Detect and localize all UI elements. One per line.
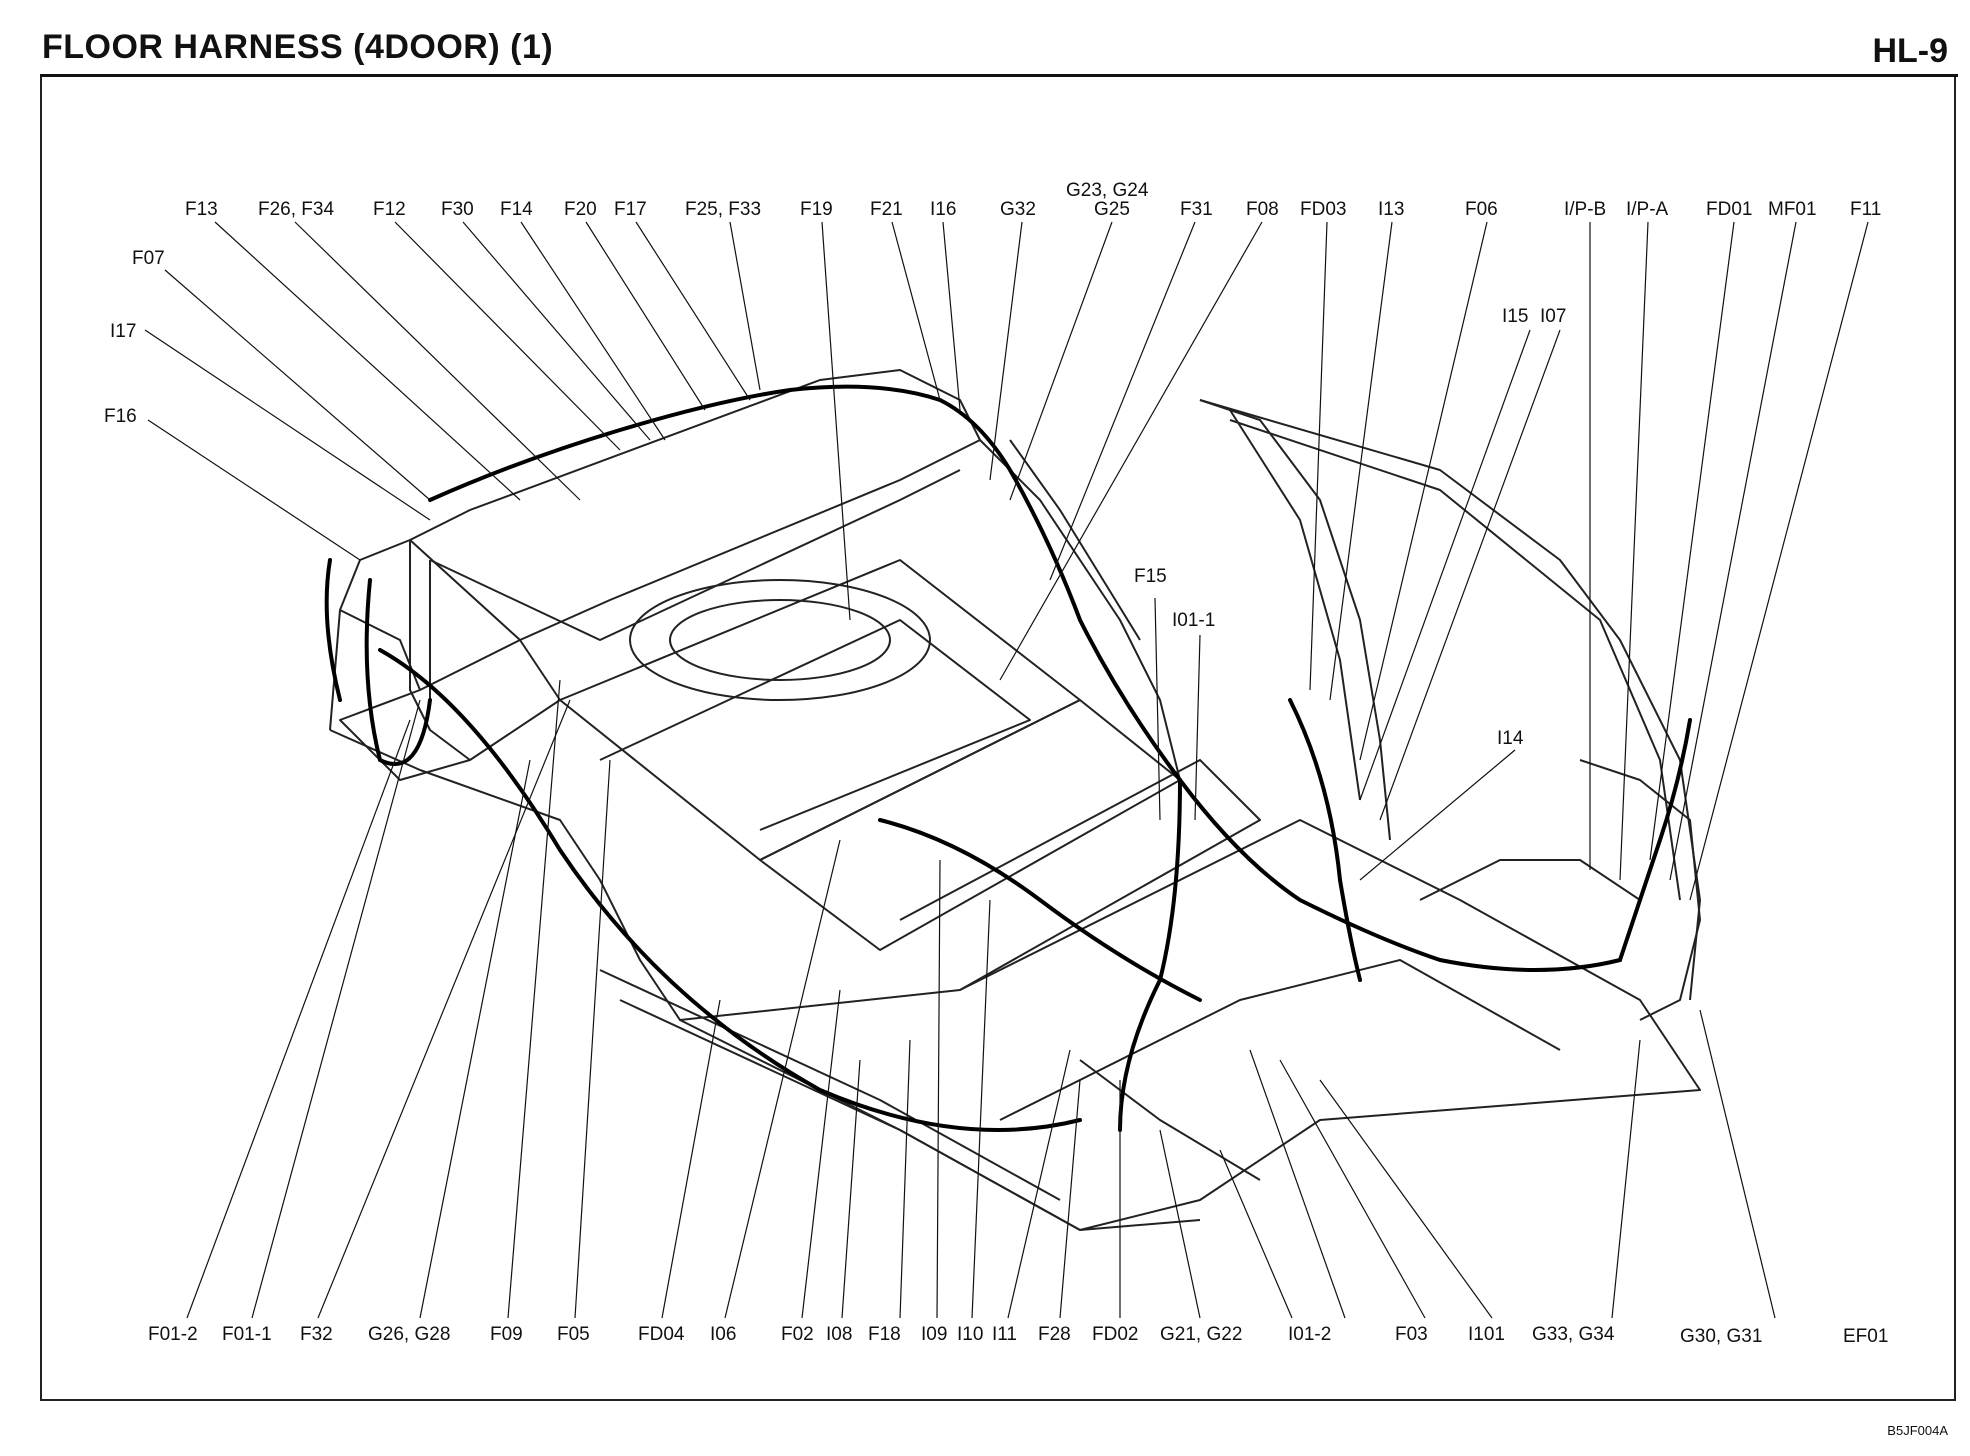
top-labels: F13 F26, F34 F12 F30 F14 F20 F17 F25, F3… (185, 180, 1881, 220)
label-I17: I17 (110, 321, 136, 342)
label-F16: F16 (104, 406, 137, 427)
label-G23-G24: G23, G24 (1066, 180, 1149, 201)
label-IP-A: I/P-A (1626, 199, 1669, 220)
label-F11: F11 (1850, 199, 1881, 220)
label-I13: I13 (1378, 199, 1404, 220)
label-I01-2: I01-2 (1288, 1324, 1331, 1345)
label-F01-2: F01-2 (148, 1324, 198, 1345)
label-FD02: FD02 (1092, 1324, 1138, 1345)
label-I08: I08 (826, 1324, 852, 1345)
label-IP-B: I/P-B (1564, 199, 1606, 220)
label-MF01: MF01 (1768, 199, 1817, 220)
label-F13: F13 (185, 199, 218, 220)
leader-lines (144, 221, 1869, 1319)
label-FD04: FD04 (638, 1324, 685, 1345)
label-F18: F18 (868, 1324, 901, 1345)
bottom-labels: F01-2 F01-1 F32 G26, G28 F09 F05 FD04 I0… (148, 1324, 1888, 1347)
label-F02: F02 (781, 1324, 814, 1345)
harness-wiring (324, 384, 1692, 1132)
label-F12: F12 (373, 199, 406, 220)
label-I10: I10 (957, 1324, 983, 1345)
label-I14: I14 (1497, 728, 1524, 749)
label-F06: F06 (1465, 199, 1498, 220)
label-G21-G22: G21, G22 (1160, 1324, 1242, 1345)
label-F07: F07 (132, 248, 165, 269)
side-labels: F07 I17 F16 I15 I07 F15 I01-1 I14 (104, 248, 1566, 749)
label-F30: F30 (441, 199, 474, 220)
label-F28: F28 (1038, 1324, 1071, 1345)
label-F05: F05 (557, 1324, 590, 1345)
diagram-title: FLOOR HARNESS (4DOOR) (1) (42, 28, 554, 66)
label-G33-G34: G33, G34 (1532, 1324, 1615, 1345)
label-EF01: EF01 (1843, 1326, 1888, 1347)
label-I101: I101 (1468, 1324, 1505, 1345)
label-F17: F17 (614, 199, 647, 220)
label-F14: F14 (500, 199, 533, 220)
label-F20: F20 (564, 199, 597, 220)
label-F15: F15 (1134, 566, 1167, 587)
label-F08: F08 (1246, 199, 1279, 220)
label-I09: I09 (921, 1324, 947, 1345)
label-F03: F03 (1395, 1324, 1428, 1345)
label-G32: G32 (1000, 199, 1036, 220)
label-I15: I15 (1502, 306, 1528, 327)
label-F01-1: F01-1 (222, 1324, 272, 1345)
label-F25-F33: F25, F33 (685, 199, 761, 220)
page-code: HL-9 (1872, 32, 1948, 70)
label-G26-G28: G26, G28 (368, 1324, 450, 1345)
figure-code: B5JF004A (1887, 1423, 1948, 1438)
label-F31: F31 (1180, 199, 1213, 220)
label-I11: I11 (992, 1324, 1017, 1345)
label-F21: F21 (870, 199, 903, 220)
label-F09: F09 (490, 1324, 523, 1345)
label-F32: F32 (300, 1324, 333, 1345)
label-I07: I07 (1540, 306, 1566, 327)
diagram-frame (40, 77, 1956, 1401)
label-I01-1: I01-1 (1172, 610, 1215, 631)
label-I06: I06 (710, 1324, 736, 1345)
label-FD01: FD01 (1706, 199, 1752, 220)
label-F19: F19 (800, 199, 833, 220)
header-rule (40, 74, 1958, 77)
label-I16: I16 (930, 199, 956, 220)
label-G25: G25 (1094, 199, 1130, 220)
label-G30-G31: G30, G31 (1680, 1326, 1762, 1347)
car-body-outline (329, 369, 1701, 1231)
label-FD03: FD03 (1300, 199, 1346, 220)
label-F26-F34: F26, F34 (258, 199, 334, 220)
